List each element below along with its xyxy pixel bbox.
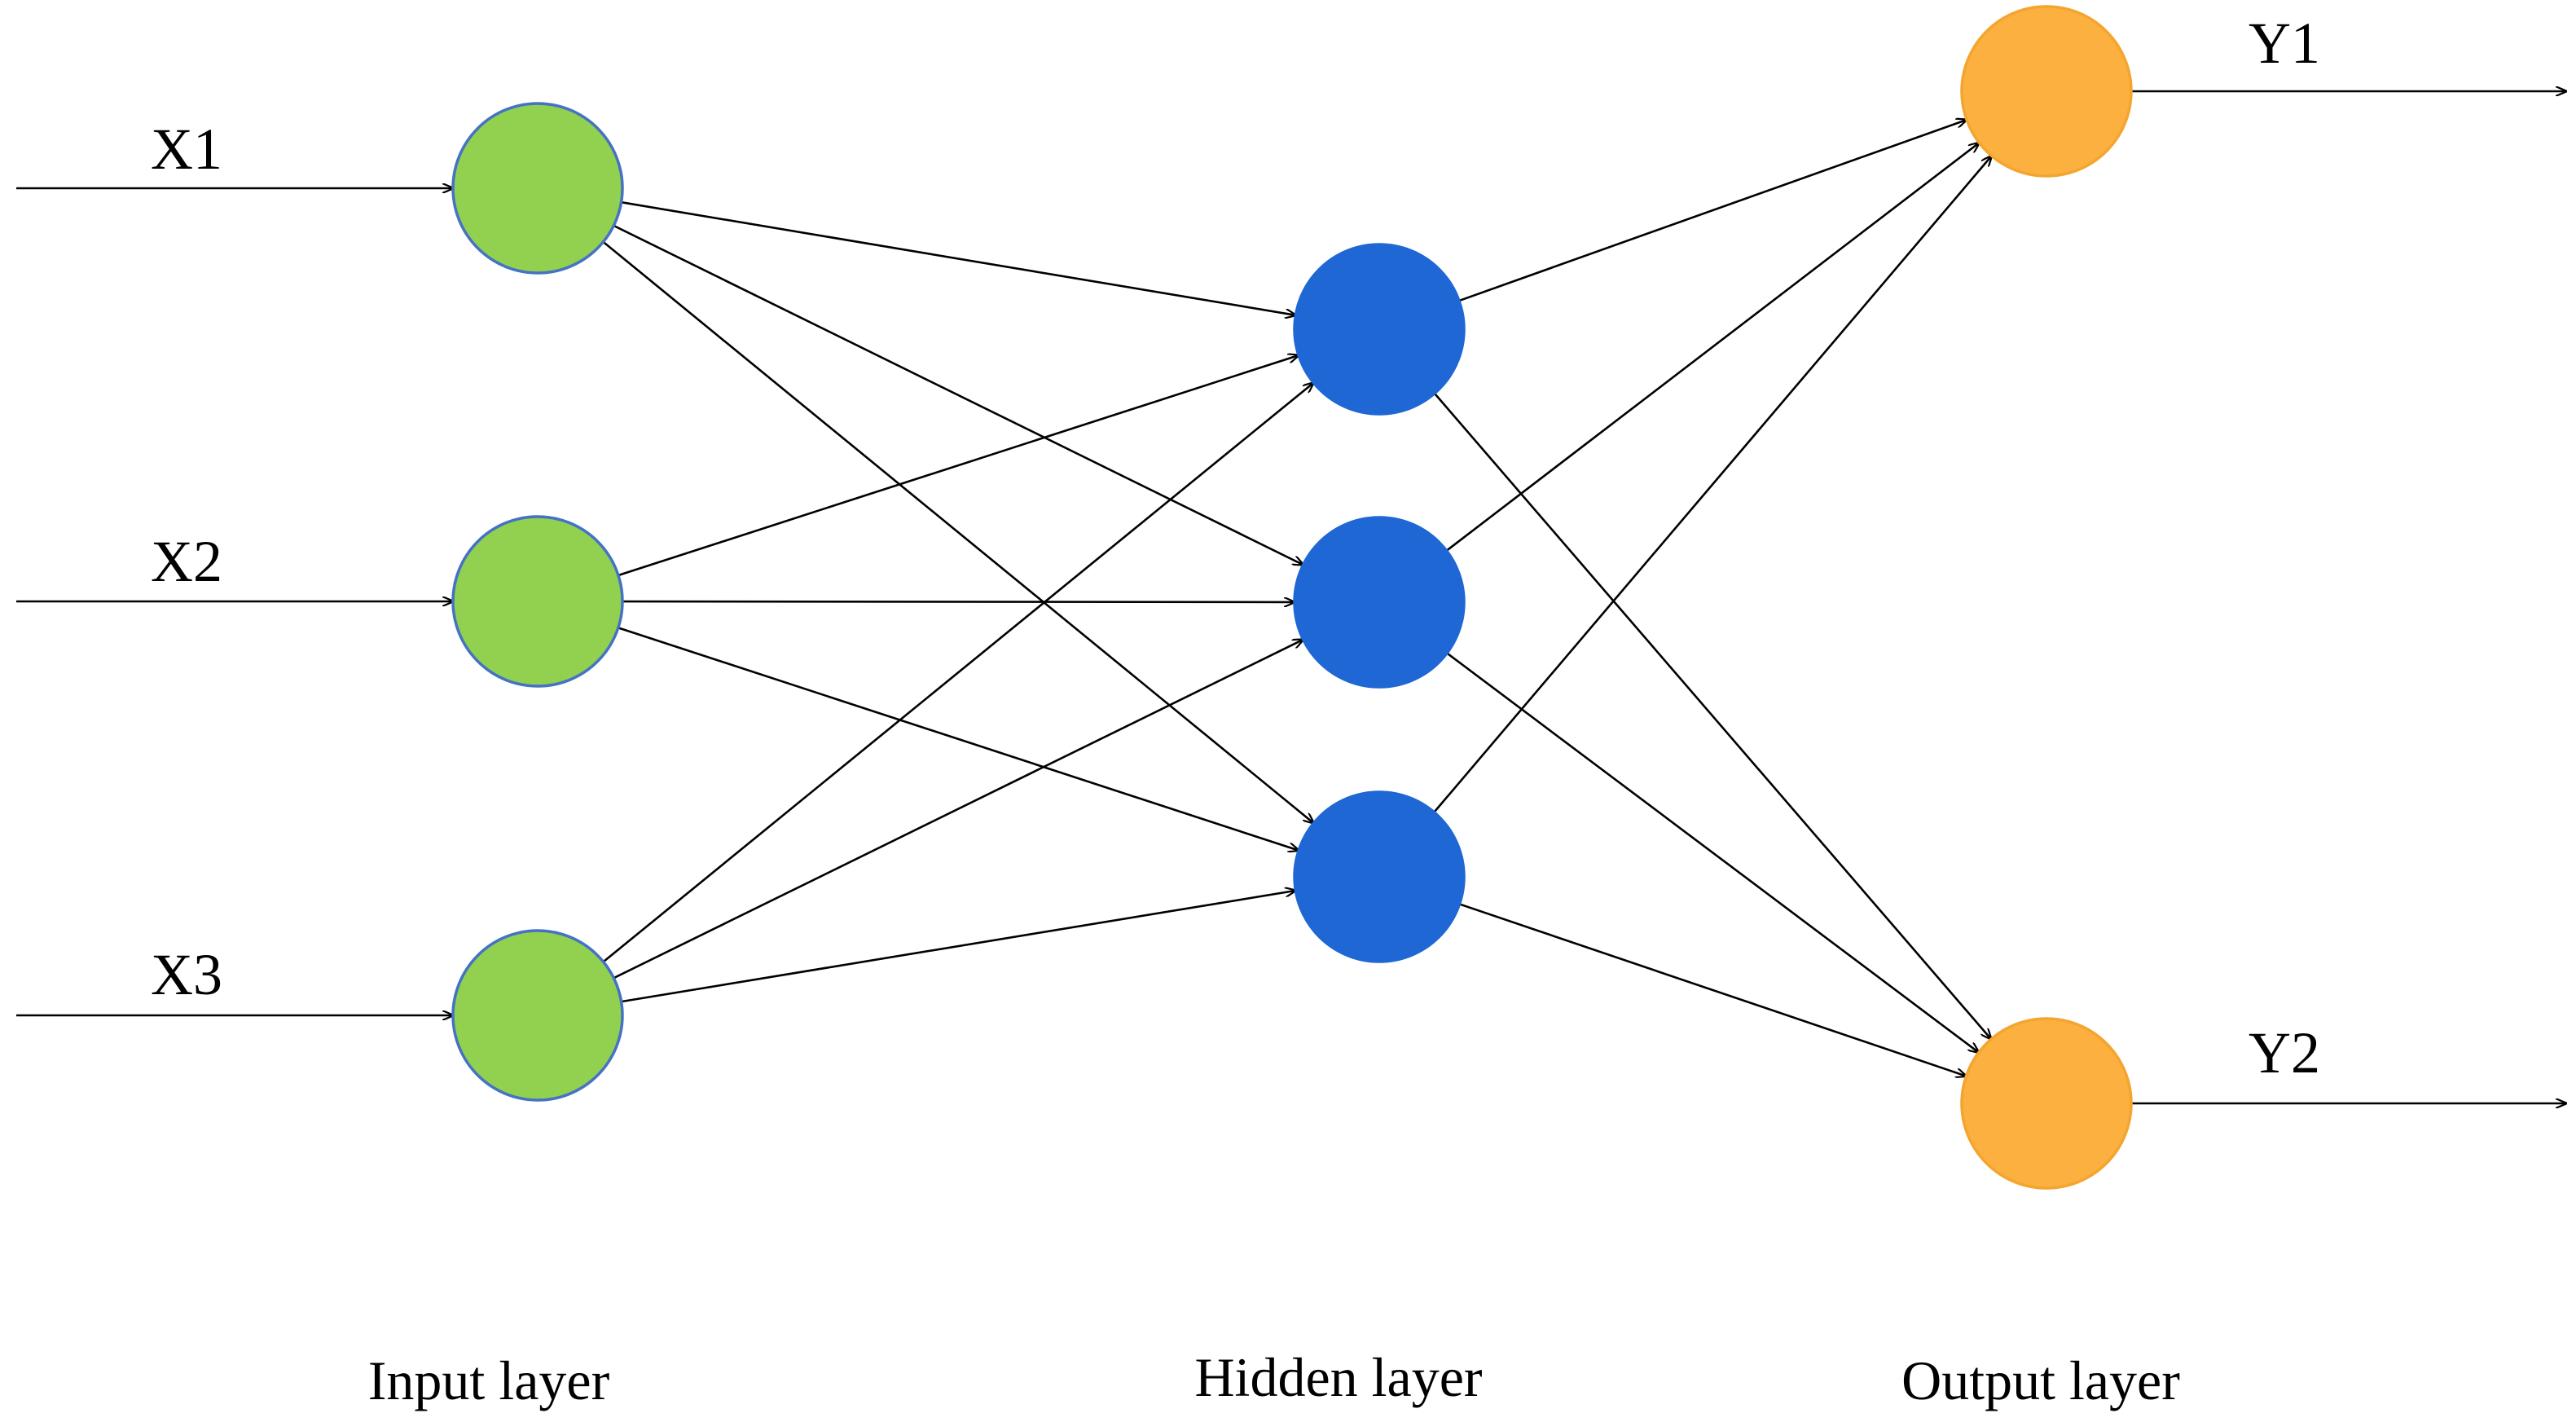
edge-h1-y2 — [1433, 392, 1991, 1039]
edge-x3-h1 — [602, 383, 1314, 963]
edge-x2-h1 — [618, 355, 1299, 577]
edge-h3-y1 — [1433, 156, 1991, 813]
edge-x3-h2 — [613, 640, 1303, 980]
input-layer-caption: Input layer — [368, 1349, 610, 1411]
layer-captions: Input layer Hidden layer Output layer — [368, 1346, 2180, 1411]
hidden-node-h1 — [1293, 243, 1466, 416]
hidden-node-h2 — [1293, 516, 1466, 689]
edge-x2-h3 — [618, 627, 1299, 850]
edge-x1-h3 — [602, 240, 1313, 823]
output-layer-caption: Output layer — [1901, 1349, 2180, 1411]
edge-h2-y1 — [1445, 143, 1980, 552]
connection-edges — [16, 91, 2566, 1103]
input-node-x1 — [451, 102, 624, 275]
edge-x1-h2 — [613, 224, 1303, 565]
hidden-layer-caption: Hidden layer — [1194, 1346, 1482, 1408]
output-label-y2: Y2 — [2249, 1020, 2320, 1085]
hidden-node-h3 — [1293, 790, 1466, 963]
edge-x3-h3 — [621, 891, 1296, 1003]
output-node-y1 — [1960, 5, 2133, 178]
input-label-x1: X1 — [151, 117, 222, 182]
edge-x1-h1 — [621, 200, 1296, 315]
input-node-x2 — [451, 515, 624, 688]
input-label-x3: X3 — [151, 942, 222, 1007]
input-label-x2: X2 — [151, 529, 222, 594]
edge-h2-y2 — [1446, 652, 1979, 1052]
output-node-y2 — [1960, 1017, 2133, 1190]
io-labels: X1 X2 X3 Y1 Y2 — [151, 11, 2320, 1085]
edge-x2-h2 — [622, 601, 1295, 602]
nodes — [451, 5, 2133, 1190]
edge-h1-y1 — [1458, 120, 1967, 302]
input-node-x3 — [451, 929, 624, 1102]
edge-h3-y2 — [1459, 903, 1966, 1076]
output-label-y1: Y1 — [2249, 11, 2320, 76]
